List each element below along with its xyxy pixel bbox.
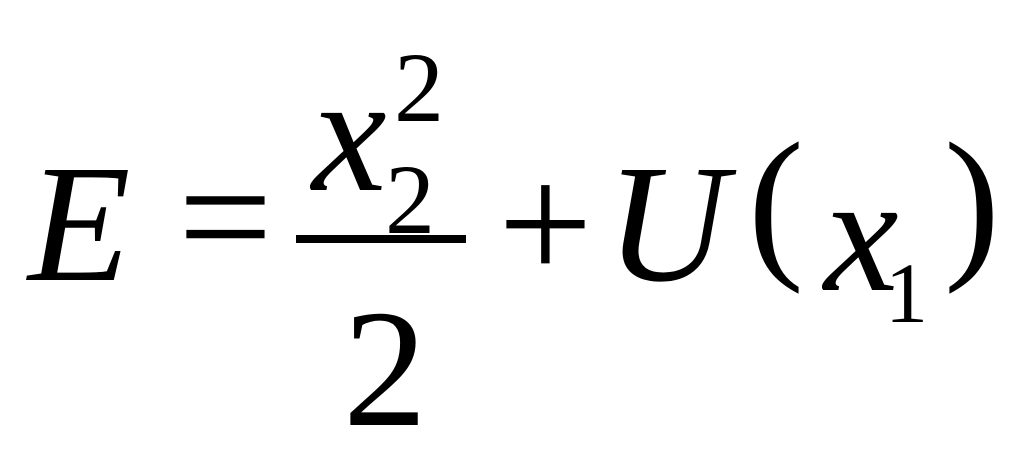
fraction-bar bbox=[296, 235, 466, 243]
left-parenthesis: ( bbox=[748, 109, 804, 295]
energy-equation: E = x 2 2 2 + U ( x 1 ) bbox=[28, 32, 1000, 454]
right-parenthesis: ) bbox=[944, 109, 1000, 295]
energy-symbol: E bbox=[28, 131, 131, 317]
argument-subscript: 1 bbox=[885, 245, 928, 341]
numerator-superscript: 2 bbox=[394, 32, 444, 143]
potential-function: U bbox=[606, 131, 728, 317]
argument-variable: x bbox=[824, 141, 899, 327]
plus-sign: + bbox=[498, 131, 593, 317]
numerator-variable: x bbox=[312, 41, 387, 227]
denominator: 2 bbox=[343, 276, 427, 462]
numerator-subscript: 2 bbox=[385, 144, 435, 255]
equals-sign: = bbox=[178, 124, 273, 310]
